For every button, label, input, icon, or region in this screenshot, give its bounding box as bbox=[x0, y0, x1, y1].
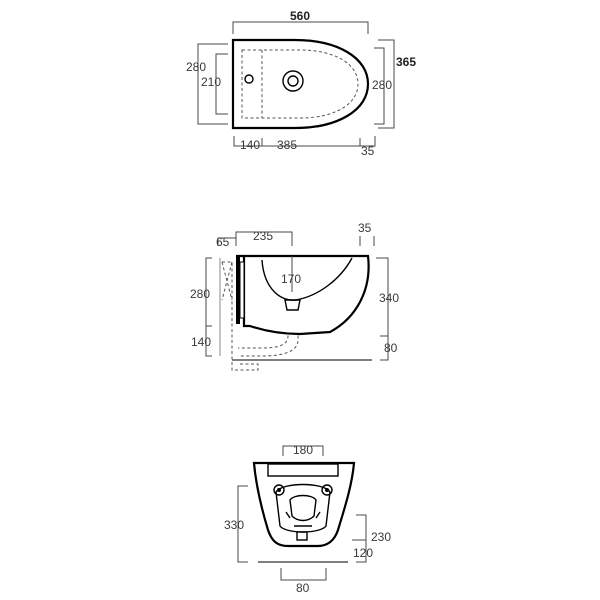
dim-line-bottom bbox=[233, 136, 376, 147]
drain-pipe bbox=[238, 308, 299, 357]
bolt-hole-right bbox=[321, 484, 333, 496]
back-plate bbox=[236, 256, 240, 324]
dim-side-right-lower: 80 bbox=[384, 341, 398, 355]
tap-hole bbox=[244, 74, 254, 84]
frame-cross-2 bbox=[221, 261, 233, 301]
drain-outer bbox=[282, 70, 304, 92]
back-plate-inner bbox=[239, 261, 245, 319]
dim-left-inner: 210 bbox=[201, 75, 221, 89]
front-view: 180 330 230 120 80 bbox=[224, 443, 391, 595]
dim-side-left-upper: 280 bbox=[190, 287, 210, 301]
dim-side-drain: 170 bbox=[281, 272, 301, 286]
dim-line-front-right bbox=[352, 514, 367, 563]
front-rim bbox=[267, 463, 339, 477]
dim-line-left-inner bbox=[215, 53, 228, 115]
top-view: 560 365 280 280 210 140 385 35 bbox=[186, 9, 416, 158]
bolt-hole-right-inner bbox=[325, 488, 329, 492]
dim-side-top-b: 235 bbox=[253, 229, 273, 243]
dim-line-front-left bbox=[237, 485, 248, 563]
side-view: 65 235 35 170 280 140 340 80 bbox=[190, 221, 399, 371]
dim-line-front-top bbox=[282, 445, 324, 456]
dim-side-top-a: 65 bbox=[216, 235, 230, 249]
dim-front-right-upper: 230 bbox=[371, 530, 391, 544]
dim-line-top-right bbox=[359, 236, 375, 246]
dim-line-right bbox=[376, 257, 389, 361]
drain-inner bbox=[287, 75, 299, 87]
dim-side-right-height: 340 bbox=[379, 291, 399, 305]
dim-line-top-b bbox=[235, 231, 293, 246]
dim-front-left-height: 330 bbox=[224, 518, 244, 532]
drain-outlet bbox=[284, 299, 301, 311]
dim-line-left bbox=[205, 257, 212, 357]
front-fixings bbox=[285, 511, 321, 527]
front-view-body bbox=[252, 461, 356, 548]
frame-cross-1 bbox=[221, 261, 233, 301]
top-view-inner-bowl bbox=[241, 49, 359, 119]
dim-front-top-width: 180 bbox=[293, 443, 313, 457]
side-view-body bbox=[236, 254, 370, 336]
dim-bottom-c: 35 bbox=[361, 144, 375, 158]
front-inner-boss bbox=[289, 494, 317, 522]
dim-bottom-b: 385 bbox=[277, 138, 297, 152]
dim-bottom-a: 140 bbox=[240, 138, 260, 152]
dim-overall-length: 560 bbox=[290, 9, 310, 23]
dim-line-right-inner bbox=[374, 47, 385, 125]
dim-side-left-lower: 140 bbox=[191, 335, 211, 349]
front-inner-area bbox=[275, 483, 331, 533]
bolt-hole-left bbox=[273, 484, 285, 496]
dim-right-inner: 280 bbox=[372, 78, 392, 92]
dim-line-front-bottom bbox=[280, 568, 327, 581]
dim-line-left-outer bbox=[197, 43, 228, 125]
dim-front-bottom-width: 80 bbox=[296, 581, 310, 595]
bolt-hole-left-inner bbox=[277, 488, 281, 492]
mounting-frame bbox=[222, 261, 259, 371]
dim-overall-depth: 365 bbox=[396, 55, 416, 69]
dim-left-outer: 280 bbox=[186, 60, 206, 74]
front-drain bbox=[296, 531, 308, 541]
dim-line-overall-depth bbox=[378, 39, 395, 129]
top-view-bowl-outline bbox=[231, 38, 370, 130]
dim-side-top-right: 35 bbox=[358, 221, 372, 235]
dim-line-overall-length bbox=[232, 21, 369, 34]
dim-front-right-lower: 120 bbox=[353, 546, 373, 560]
